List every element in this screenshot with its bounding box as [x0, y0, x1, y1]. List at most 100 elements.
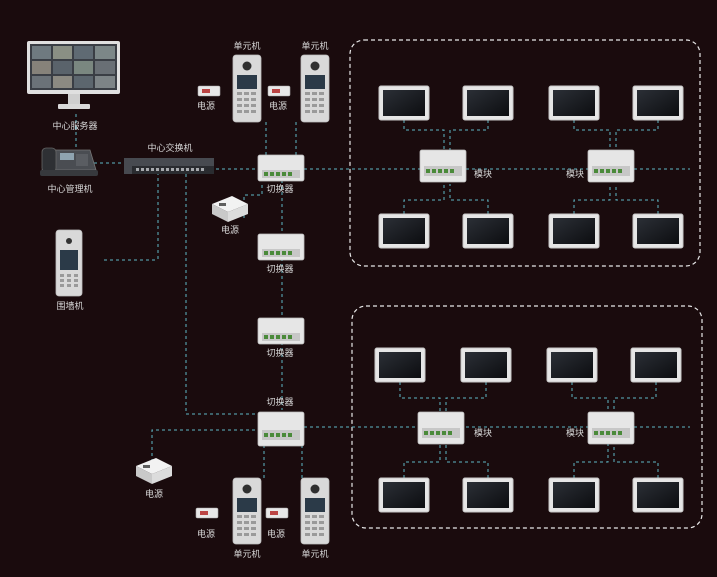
- label-module-bottom-left: 模块: [474, 429, 493, 439]
- label-central-switch: 中心交换机: [147, 144, 193, 154]
- power-supply-large-1: [212, 196, 248, 222]
- switcher-box-icon: [257, 154, 305, 182]
- label-switcher-3: 切换器: [266, 349, 294, 359]
- module-bottom-right: [587, 411, 635, 445]
- network-switch-icon: [124, 158, 214, 174]
- switcher-box-icon: [257, 317, 305, 345]
- power-supply-icon: [212, 196, 248, 222]
- power-supply-small-1: [197, 85, 221, 97]
- switcher-box-icon: [417, 411, 465, 445]
- label-switcher-2: 切换器: [266, 265, 294, 275]
- power-supply-small-4: [265, 507, 289, 519]
- indoor-monitor-bottom-4: [630, 347, 682, 383]
- indoor-monitor-top-8: [632, 213, 684, 249]
- label-unit-station-top-left: 单元机: [233, 42, 261, 52]
- label-switcher-4: 切换器: [266, 398, 294, 408]
- switcher-box-icon: [587, 411, 635, 445]
- indoor-monitor-icon: [546, 347, 598, 383]
- indoor-monitor-top-2: [462, 85, 514, 121]
- indoor-monitor-bottom-5: [378, 477, 430, 513]
- power-supply-icon: [136, 458, 172, 484]
- label-module-bottom-right: 模块: [566, 429, 585, 439]
- indoor-monitor-icon: [548, 213, 600, 249]
- central-manager: [40, 147, 98, 176]
- door-station-icon: [300, 54, 330, 123]
- door-station-icon: [232, 477, 262, 545]
- indoor-monitor-bottom-3: [546, 347, 598, 383]
- label-unit-station-top-right: 单元机: [301, 42, 329, 52]
- indoor-monitor-bottom-8: [632, 477, 684, 513]
- module-top-left: [419, 149, 467, 183]
- indoor-monitor-icon: [462, 477, 514, 513]
- indoor-monitor-icon: [462, 85, 514, 121]
- indoor-monitor-bottom-7: [548, 477, 600, 513]
- label-unit-station-bottom-right: 单元机: [301, 550, 329, 560]
- indoor-monitor-top-4: [632, 85, 684, 121]
- indoor-monitor-icon: [462, 213, 514, 249]
- desk-phone-icon: [40, 147, 98, 176]
- indoor-monitor-top-5: [378, 213, 430, 249]
- central-switch: [124, 158, 214, 174]
- power-supply-small-3: [195, 507, 219, 519]
- switcher-1: [257, 154, 305, 182]
- power-supply-icon: [197, 85, 221, 97]
- power-supply-icon: [265, 507, 289, 519]
- central-server: [27, 41, 120, 109]
- door-station-icon: [55, 229, 83, 297]
- label-power-5: 电源: [196, 530, 216, 540]
- indoor-monitor-icon: [378, 213, 430, 249]
- switcher-3: [257, 317, 305, 345]
- indoor-monitor-bottom-1: [374, 347, 426, 383]
- computer-monitor-icon: [27, 41, 120, 109]
- power-supply-icon: [267, 85, 291, 97]
- power-supply-icon: [195, 507, 219, 519]
- label-power-6: 电源: [266, 530, 286, 540]
- switcher-box-icon: [587, 149, 635, 183]
- cable-network: [75, 114, 690, 478]
- switcher-box-icon: [419, 149, 467, 183]
- label-switcher-1: 切换器: [266, 185, 294, 195]
- indoor-monitor-icon: [548, 477, 600, 513]
- indoor-monitor-icon: [378, 477, 430, 513]
- label-power-3: 电源: [220, 226, 240, 236]
- module-bottom-left: [417, 411, 465, 445]
- switcher-2: [257, 233, 305, 261]
- indoor-monitor-icon: [630, 347, 682, 383]
- indoor-monitor-icon: [374, 347, 426, 383]
- building-group-top: [349, 39, 701, 267]
- switcher-box-icon: [257, 233, 305, 261]
- indoor-monitor-icon: [460, 347, 512, 383]
- indoor-monitor-top-6: [462, 213, 514, 249]
- label-central-manager: 中心管理机: [47, 185, 93, 195]
- unit-station-top-left: [232, 54, 262, 123]
- power-supply-large-2: [136, 458, 172, 484]
- power-supply-small-2: [267, 85, 291, 97]
- label-power-1: 电源: [196, 102, 216, 112]
- label-module-top-right: 模块: [566, 170, 585, 180]
- indoor-monitor-icon: [632, 477, 684, 513]
- door-station-icon: [232, 54, 262, 123]
- indoor-monitor-top-7: [548, 213, 600, 249]
- switcher-box-icon: [257, 411, 305, 447]
- label-unit-station-bottom-left: 单元机: [233, 550, 261, 560]
- indoor-monitor-top-3: [548, 85, 600, 121]
- switcher-4: [257, 411, 305, 447]
- module-top-right: [587, 149, 635, 183]
- indoor-monitor-top-1: [378, 85, 430, 121]
- indoor-monitor-icon: [632, 85, 684, 121]
- enclosure-unit: [55, 229, 83, 297]
- building-group-bottom: [351, 305, 703, 529]
- indoor-monitor-icon: [632, 213, 684, 249]
- unit-station-bottom-left: [232, 477, 262, 545]
- unit-station-bottom-right: [300, 477, 330, 545]
- label-enclosure-unit: 围墙机: [56, 302, 84, 312]
- indoor-monitor-bottom-6: [462, 477, 514, 513]
- unit-station-top-right: [300, 54, 330, 123]
- door-station-icon: [300, 477, 330, 545]
- label-power-2: 电源: [268, 102, 288, 112]
- label-central-server: 中心服务器: [52, 122, 98, 132]
- label-power-4: 电源: [144, 490, 164, 500]
- indoor-monitor-icon: [548, 85, 600, 121]
- indoor-monitor-icon: [378, 85, 430, 121]
